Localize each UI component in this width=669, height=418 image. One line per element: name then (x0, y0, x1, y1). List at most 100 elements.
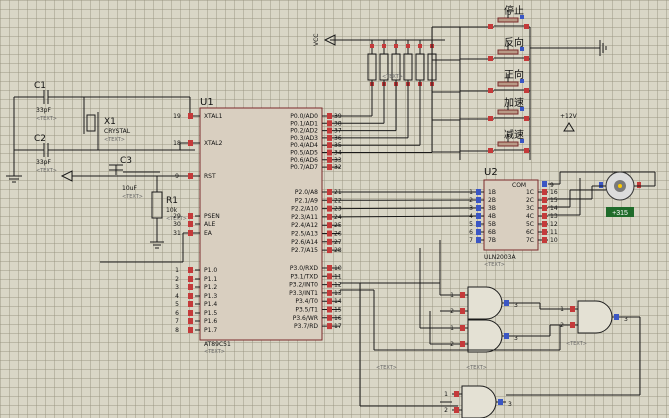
vcc-label: VCC (313, 34, 336, 46)
pullup-resistor[interactable] (367, 53, 377, 81)
u1-pin[interactable] (188, 327, 193, 333)
u1-pin[interactable] (327, 149, 332, 156)
u2-pin[interactable] (476, 229, 481, 235)
and-gate[interactable]: 123 (560, 300, 628, 334)
u1-pin[interactable] (327, 314, 332, 321)
gate-pin-num: 3 (624, 316, 628, 323)
c3-text-tag: <TEXT> (122, 194, 143, 200)
capacitor-c3[interactable]: C3 10uF <TEXT> (109, 156, 160, 200)
u1-pin-label: P3.0/RXD (290, 265, 318, 272)
u2-pin[interactable] (476, 205, 481, 211)
u1-pin[interactable] (188, 276, 193, 282)
push-button-label: 减速 (504, 129, 524, 141)
gate-pin-num: 2 (444, 407, 448, 414)
u2-pin[interactable] (542, 213, 547, 219)
u1-pin[interactable] (188, 318, 193, 324)
pullup-resistor[interactable] (403, 53, 413, 81)
u1-pin-label: P3.1/TXD (290, 273, 318, 280)
u2-pin-num: 14 (550, 205, 558, 212)
u1-pin[interactable] (188, 113, 193, 119)
gate-pin-num: 3 (514, 335, 518, 342)
push-button[interactable]: 反向 (460, 36, 530, 61)
u2-pin[interactable] (542, 237, 547, 243)
u1-pin-num: 17 (334, 323, 342, 330)
u1-pin[interactable] (327, 298, 332, 305)
c1-text-tag: <TEXT> (36, 116, 57, 122)
crystal-x1[interactable]: X1 CRYSTAL <TEXT> (62, 96, 131, 150)
u1-pin[interactable] (327, 156, 332, 163)
push-button[interactable]: 正向 (460, 68, 530, 93)
resistor-r1[interactable]: R1 10k <TEXT> (151, 176, 187, 242)
u1-pin[interactable] (327, 134, 332, 141)
power-12v: +12V (560, 113, 578, 132)
u1-pin-num: 10 (334, 265, 342, 272)
u2-pin[interactable] (542, 189, 547, 195)
u1-pin[interactable] (327, 289, 332, 296)
u2-pin[interactable] (542, 197, 547, 203)
u1-pin[interactable] (327, 230, 332, 237)
u1-pin[interactable] (188, 140, 193, 146)
u1-pin-label: P0.2/AD2 (290, 128, 318, 135)
u1-pin[interactable] (327, 306, 332, 313)
u1-pin[interactable] (327, 120, 332, 127)
u1-pin[interactable] (188, 301, 193, 307)
pullup-resistor[interactable] (415, 53, 425, 81)
u2-name: U2 (484, 167, 498, 178)
u1-pin[interactable] (327, 273, 332, 280)
capacitor-c1[interactable]: C1 33pF <TEXT> (30, 81, 62, 122)
u2-pin-label: 3B (488, 205, 496, 212)
u1-pin[interactable] (327, 189, 332, 195)
u1-pin-num: 33 (334, 157, 342, 164)
u1-pin[interactable] (327, 213, 332, 220)
u2-pin[interactable] (476, 189, 481, 195)
u1-pin[interactable] (327, 247, 332, 254)
u1-pin[interactable] (188, 213, 193, 219)
u2-pin[interactable] (476, 221, 481, 227)
u1-pin[interactable] (327, 265, 332, 271)
u1-pin[interactable] (188, 310, 193, 316)
and-gate[interactable]: 123 (450, 319, 518, 353)
u1-pin[interactable] (188, 173, 193, 179)
u1-pin[interactable] (327, 222, 332, 229)
and-gate[interactable]: 123 (450, 286, 518, 320)
u1-pin-label: P1.5 (204, 310, 217, 317)
u1-pin[interactable] (327, 164, 332, 171)
u1-pin[interactable] (327, 205, 332, 212)
u1-pin[interactable] (188, 221, 193, 227)
u2-pin[interactable] (542, 181, 547, 187)
u1-pin[interactable] (188, 230, 193, 236)
push-button-label: 加速 (504, 97, 524, 109)
u1-pin[interactable] (188, 293, 193, 299)
stepper-motor[interactable]: +315 (560, 171, 656, 217)
and-gate[interactable]: 123 (444, 385, 512, 418)
u1-pin-label: XTAL1 (204, 113, 223, 120)
u1-pin[interactable] (327, 197, 332, 204)
u1-pin[interactable] (327, 281, 332, 288)
u1-pin[interactable] (327, 142, 332, 149)
u1-pin[interactable] (188, 267, 193, 273)
u1-pin[interactable] (188, 284, 193, 290)
push-button[interactable]: 减速 (460, 129, 530, 153)
u1-pin-num: 29 (173, 213, 181, 220)
u2-pin[interactable] (476, 237, 481, 243)
u2-pin[interactable] (476, 197, 481, 203)
push-button[interactable]: 停止 (460, 4, 530, 29)
u1-pin[interactable] (327, 113, 332, 119)
capacitor-c2[interactable]: C2 33pF <TEXT> (30, 134, 62, 174)
u2-pin-num: 9 (550, 182, 554, 189)
u2-pin[interactable] (542, 221, 547, 227)
u2-pin[interactable] (476, 213, 481, 219)
u2-pin-label: 6B (488, 229, 496, 236)
u2-pin[interactable] (542, 205, 547, 211)
u1-pin[interactable] (327, 323, 332, 330)
u1-pin[interactable] (327, 238, 332, 245)
u1-pin-num: 24 (334, 214, 342, 221)
u1-pin-label: P1.0 (204, 267, 217, 274)
u1-pin[interactable] (327, 127, 332, 134)
u2-part: ULN2003A (484, 254, 516, 261)
push-button[interactable]: 加速 (460, 97, 530, 121)
u2-pin[interactable] (542, 229, 547, 235)
